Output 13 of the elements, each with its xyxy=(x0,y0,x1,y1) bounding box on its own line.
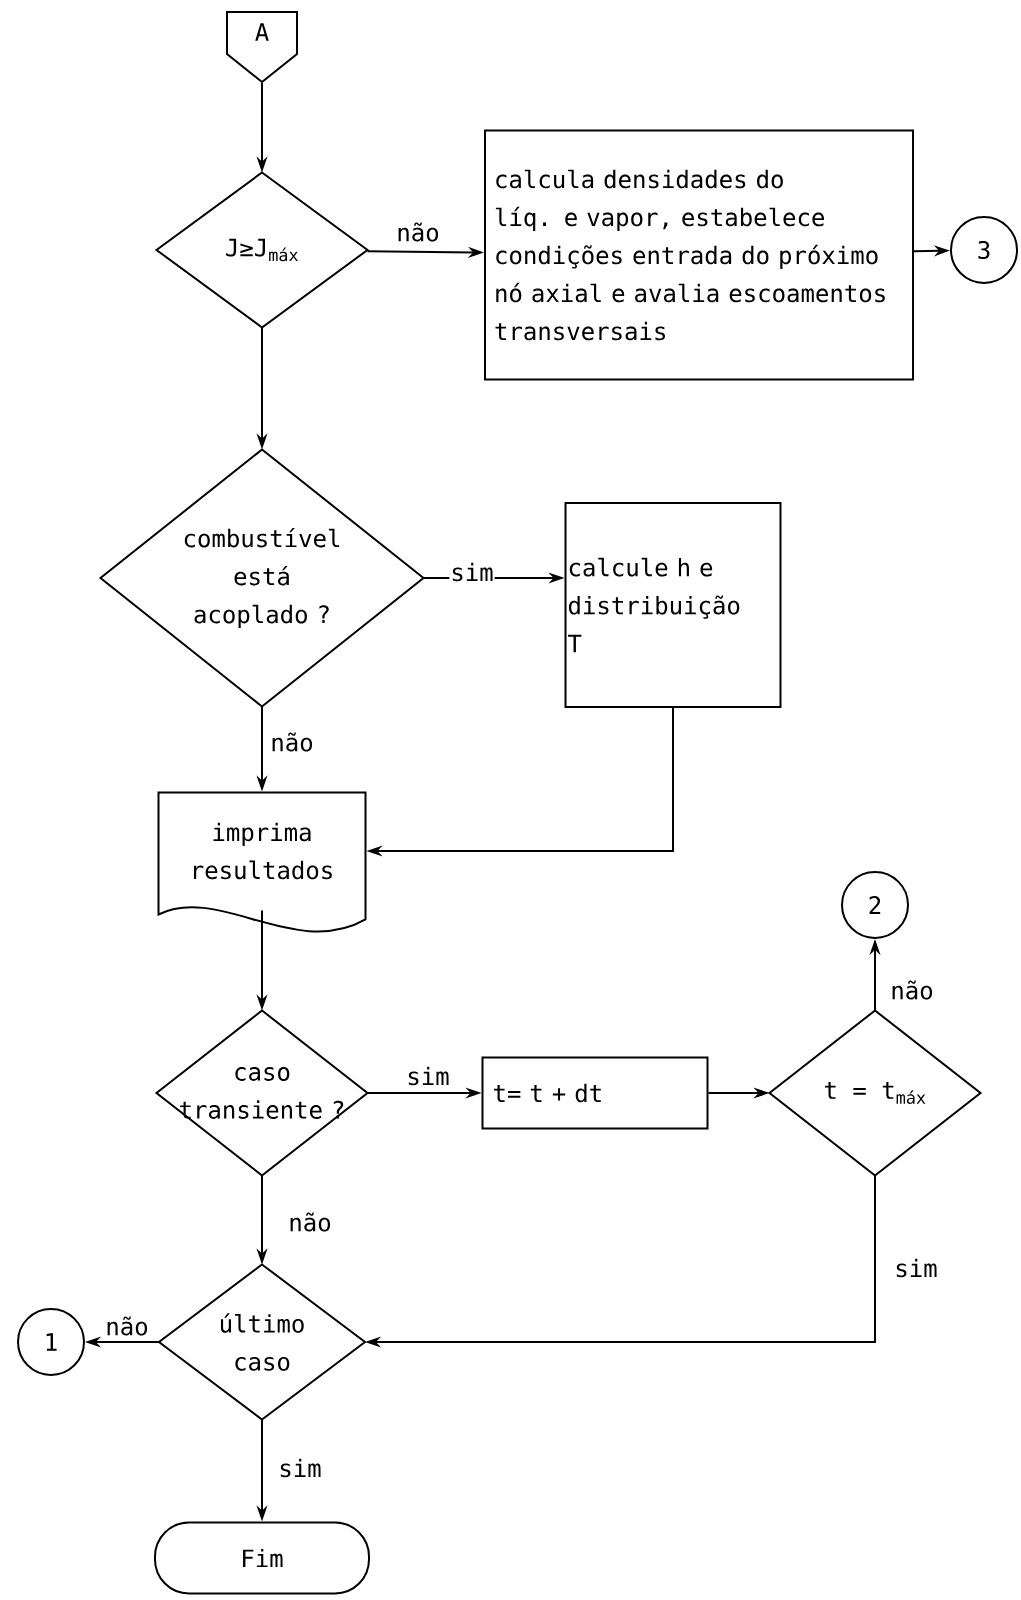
process-box: calcula densidades do líq. e vapor, estabelece condições entrada do próximo nó axial e avalia escoamentos transversais xyxy=(484,129,914,381)
process-box: calcule h e distribuição T xyxy=(564,502,782,708)
edge-label: sim xyxy=(893,1257,939,1279)
edge-label: sim xyxy=(405,1065,451,1087)
edge-label: não xyxy=(889,979,935,1001)
edge-label: sim xyxy=(277,1457,323,1479)
edge-label: não xyxy=(269,731,315,753)
edge-label: sim xyxy=(449,561,495,583)
process-box: t= t + dt xyxy=(481,1056,709,1130)
offpage-connector: A xyxy=(226,11,298,84)
edge-label: não xyxy=(104,1315,150,1337)
edge-label: não xyxy=(395,221,441,243)
edge-label: não xyxy=(287,1211,333,1233)
